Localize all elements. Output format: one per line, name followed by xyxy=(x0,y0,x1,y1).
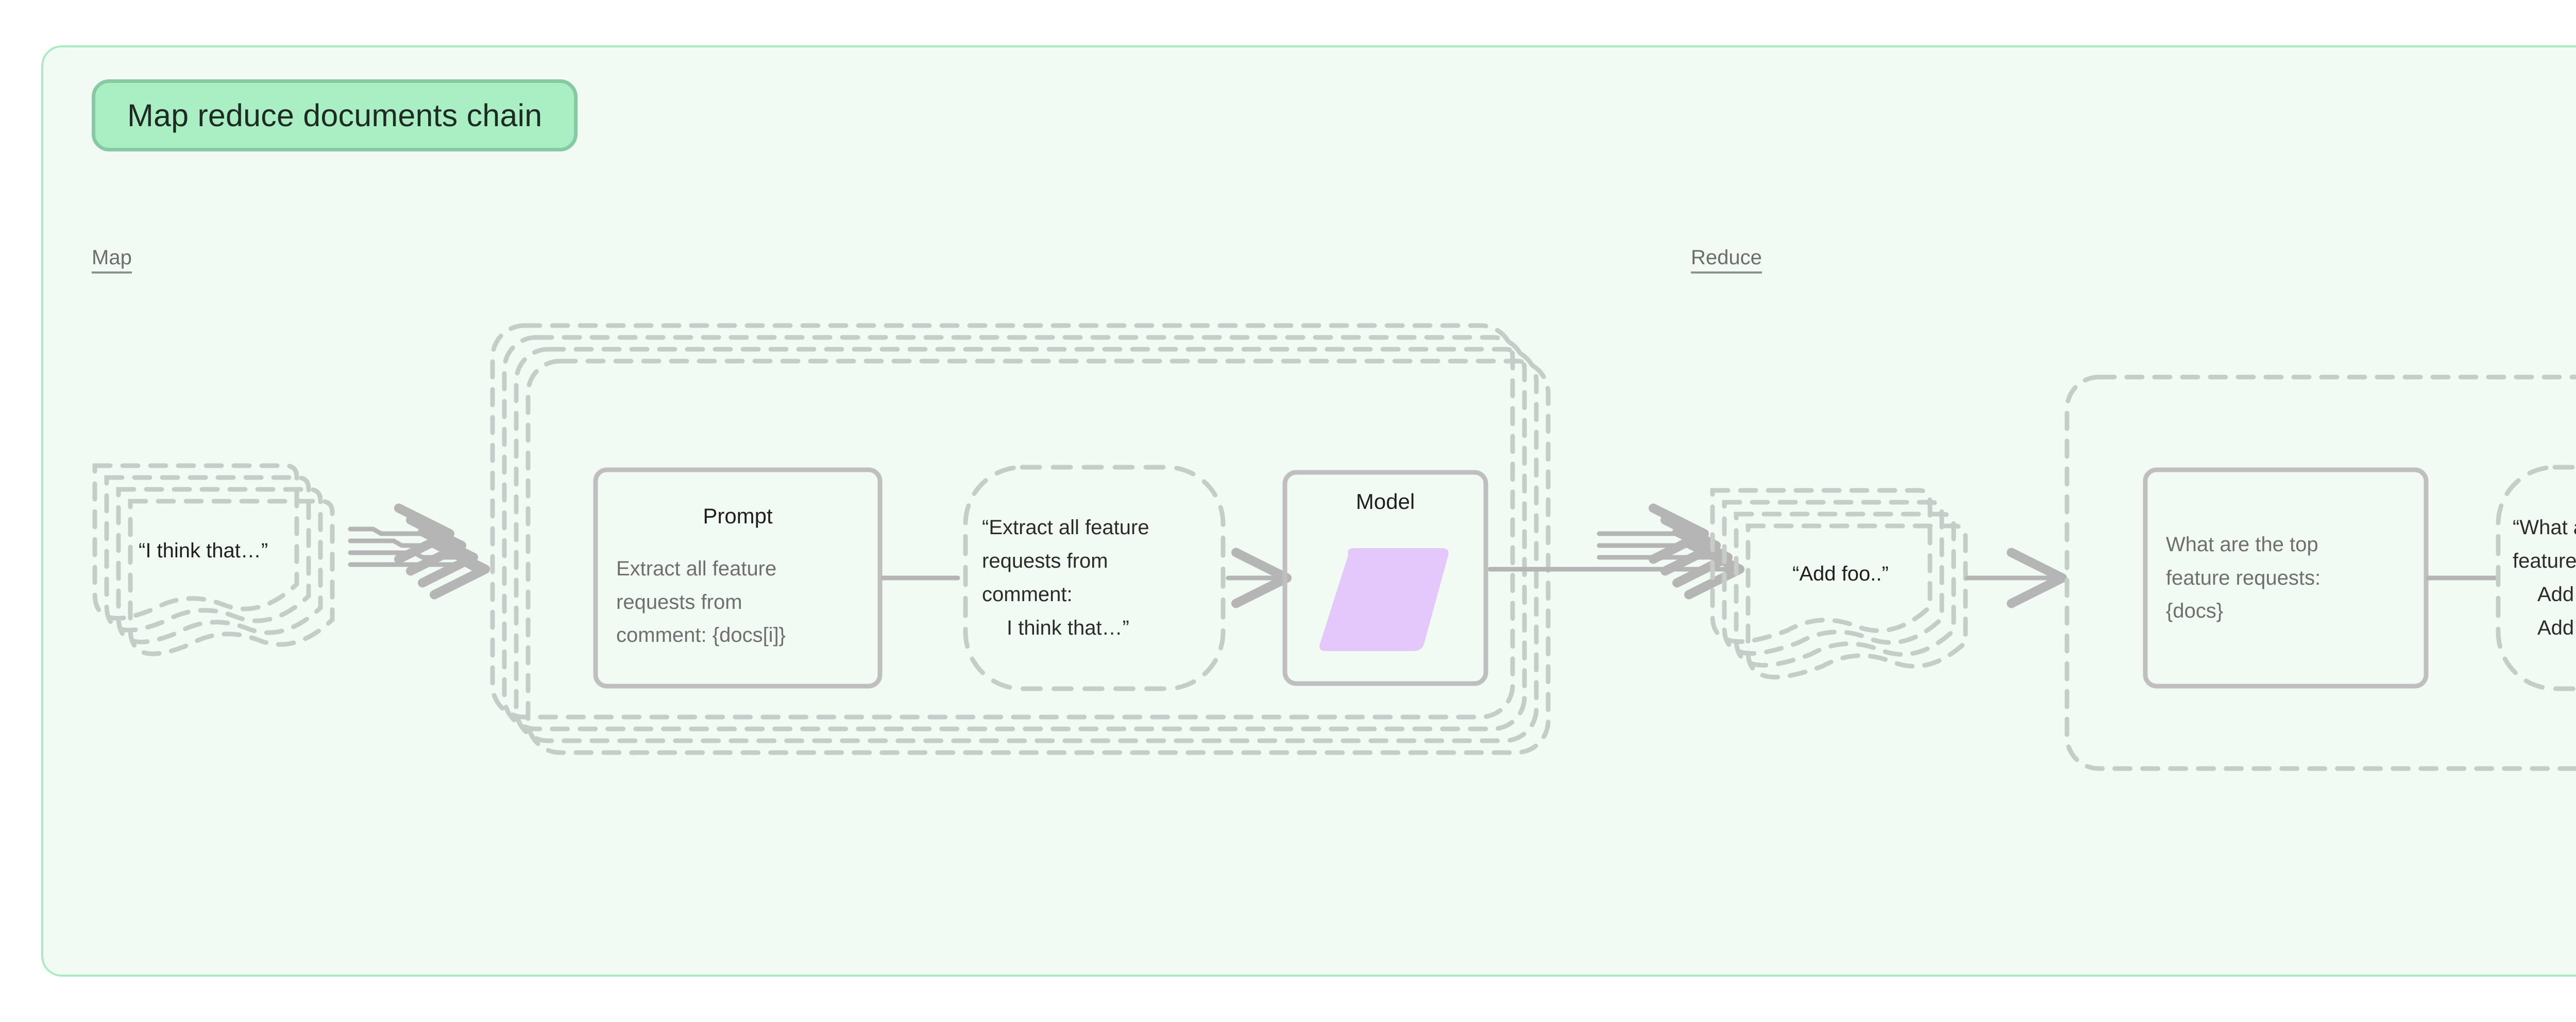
reduce-prompt-body-line: feature requests: xyxy=(2166,566,2321,589)
reduce-prompt-body: What are the top feature requests: {docs… xyxy=(2166,528,2405,628)
map-model-title: Model xyxy=(1355,489,1415,514)
map-prompt-body-line: Extract all feature xyxy=(616,557,777,580)
map-to-intermediate-arrows xyxy=(1487,503,1744,600)
input-documents-label: “I think that…” xyxy=(139,539,268,562)
input-to-map-arrows xyxy=(348,503,490,600)
map-rendered-prompt-text: “Extract all feature requests from comme… xyxy=(982,511,1207,644)
section-label-reduce: Reduce xyxy=(1691,247,1762,274)
map-prompt-node[interactable]: Prompt Extract all feature requests from… xyxy=(596,470,880,686)
map-rendered-prompt: “Extract all feature requests from comme… xyxy=(965,467,1223,689)
reduce-prompt-body-line: What are the top xyxy=(2166,533,2318,556)
map-rendered-line: comment: xyxy=(982,583,1073,606)
reduce-rendered-prompt: “What are the top feature requests: Add … xyxy=(2498,467,2576,689)
intermediate-documents-label: “Add foo..” xyxy=(1792,563,1889,585)
map-prompt-body: Extract all feature requests from commen… xyxy=(616,552,859,652)
reduce-rendered-line: “What are the top xyxy=(2513,516,2576,539)
reduce-rendered-prompt-text: “What are the top feature requests: Add … xyxy=(2513,511,2576,644)
map-rendered-line: I think that…” xyxy=(1007,616,1129,639)
reduce-rendered-line: feature requests: xyxy=(2513,550,2576,573)
map-prompt-body-line: requests from xyxy=(616,590,742,614)
map-prompt-body-line: comment: {docs[i]} xyxy=(616,624,786,647)
diagram-title-badge: Map reduce documents chain xyxy=(92,79,578,151)
reduce-rendered-line: Add foo… xyxy=(2537,583,2576,606)
map-rendered-line: requests from xyxy=(982,550,1108,573)
reduce-prompt-body-line: {docs} xyxy=(2166,600,2224,623)
map-model-parallelogram-icon xyxy=(1319,548,1449,651)
page-title: Map reduce documents chain xyxy=(127,98,543,133)
map-prompt-title: Prompt xyxy=(703,503,773,528)
map-rendered-line: “Extract all feature xyxy=(982,516,1149,539)
reduce-prompt-node[interactable]: What are the top feature requests: {docs… xyxy=(2145,470,2426,686)
section-label-map: Map xyxy=(92,247,132,274)
diagram-panel: Map reduce documents chain Map Reduce xyxy=(41,45,2576,977)
reduce-rendered-line: Add bar…” xyxy=(2537,616,2576,639)
